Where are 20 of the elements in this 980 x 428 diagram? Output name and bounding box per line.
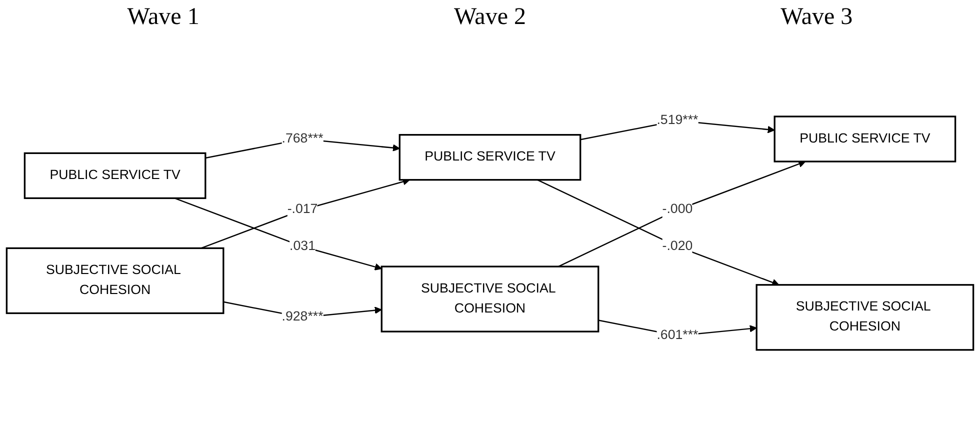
node-box: SUBJECTIVE SOCIAL COHESION [756, 284, 974, 350]
arrow [174, 197, 382, 270]
node-box: SUBJECTIVE SOCIAL COHESION [380, 265, 600, 332]
edge-label: .519*** [656, 112, 698, 128]
node-box: PUBLIC SERVICE TV [24, 152, 206, 199]
wave-heading: Wave 3 [780, 4, 853, 30]
edge-label: -.020 [662, 238, 693, 253]
node-box: SUBJECTIVE SOCIAL COHESION [6, 247, 224, 314]
arrow [558, 160, 806, 267]
edge-label: .928*** [282, 310, 324, 324]
node-box: PUBLIC SERVICE TV [398, 134, 582, 180]
edge-label: .031 [290, 238, 316, 253]
edge-label: -.000 [662, 202, 693, 216]
arrow [537, 179, 780, 286]
edge-label: .601*** [656, 328, 698, 342]
edge-label: .768*** [282, 131, 324, 146]
wave-heading: Wave 2 [454, 4, 526, 30]
wave-heading: Wave 1 [127, 4, 200, 30]
edge-label: -.017 [287, 202, 318, 216]
node-box: PUBLIC SERVICE TV [774, 115, 956, 162]
